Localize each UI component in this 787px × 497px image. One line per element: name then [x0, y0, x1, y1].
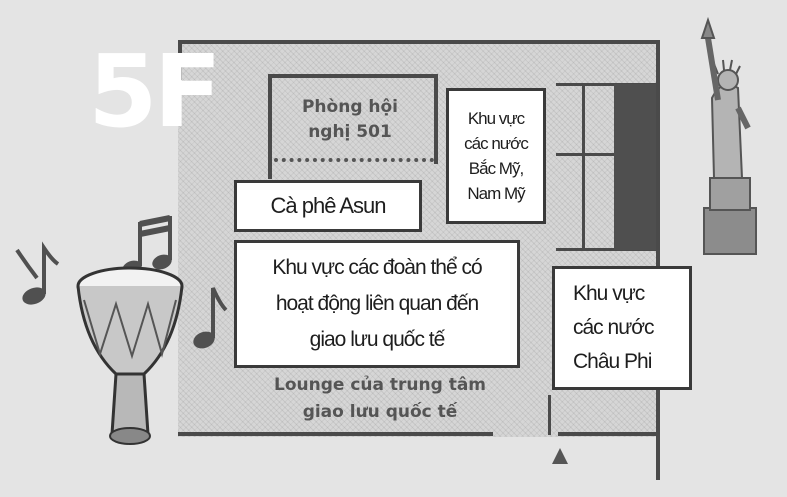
music-note-icon	[15, 241, 60, 305]
floor-plan-area	[178, 42, 658, 437]
music-note-icon	[193, 287, 228, 349]
right-room-dark-block	[614, 84, 656, 250]
wall-bottom	[178, 432, 493, 436]
africa-area-label: Khu vực các nước Châu Phi	[552, 266, 692, 390]
international-groups-area-label: Khu vực các đoàn thể có hoạt động liên q…	[234, 240, 520, 368]
meeting-room-wall-top	[268, 74, 438, 78]
lounge-label: Lounge của trung tâm giao lưu quốc tế	[273, 375, 487, 422]
statue-of-liberty-icon	[700, 16, 757, 255]
americas-area-label: Khu vực các nước Bắc Mỹ, Nam Mỹ	[446, 88, 546, 224]
wall-bottom-right	[558, 432, 658, 436]
meeting-room-wall-right	[434, 74, 438, 164]
wall-top	[178, 40, 658, 44]
wall-right	[656, 40, 660, 480]
right-room-wall-left	[582, 83, 585, 248]
meeting-room-dashed-divider	[274, 158, 434, 162]
djembe-drum-icon	[76, 266, 184, 445]
right-room-wall-top	[556, 83, 656, 86]
right-room-wall-lower	[548, 395, 551, 435]
meeting-room-label: Phòng hội nghị 501	[301, 97, 399, 142]
up-arrow-icon	[552, 448, 568, 464]
meeting-room-wall-left	[268, 74, 272, 179]
floor-label: 5F	[88, 33, 222, 150]
cafe-label: Cà phê Asun	[234, 180, 422, 232]
right-room-wall-bottom	[556, 248, 656, 251]
right-room-wall-mid	[556, 153, 616, 156]
wall-left	[178, 40, 182, 80]
